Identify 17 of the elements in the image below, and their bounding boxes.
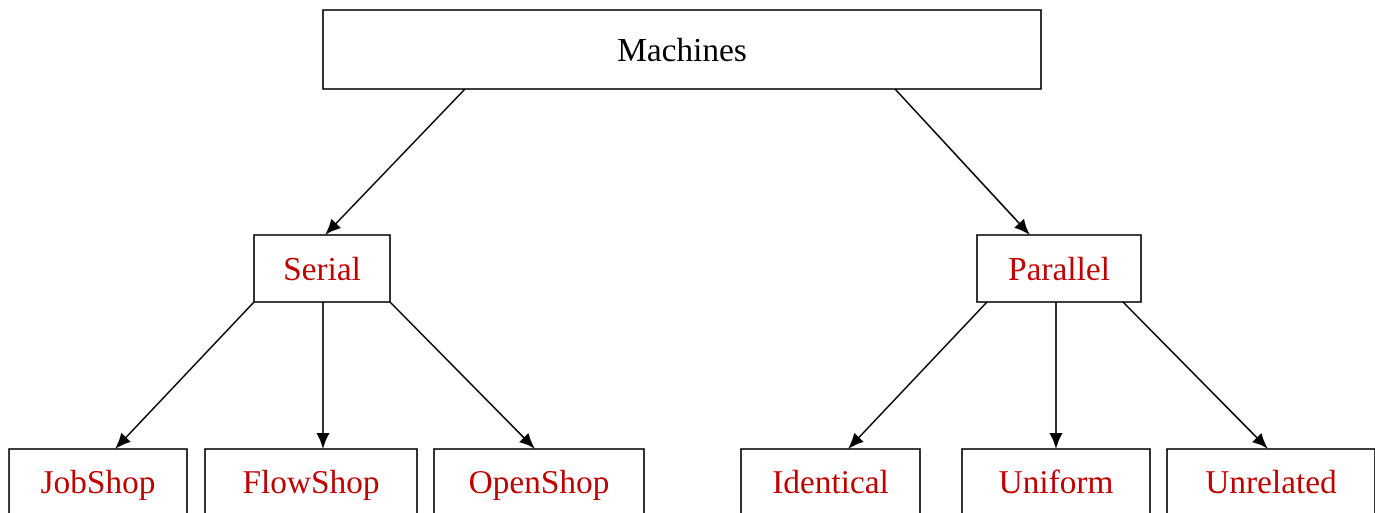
leaf-box: OpenShop (433, 448, 645, 513)
category-box: Serial (253, 234, 391, 303)
leaf-box: Unrelated (1166, 448, 1375, 513)
leaf-box: FlowShop (204, 448, 418, 513)
arrow (1050, 301, 1062, 447)
arrow (389, 301, 534, 448)
root-box: Machines (322, 9, 1042, 90)
leaf-box: Identical (740, 448, 921, 513)
arrow (317, 301, 329, 447)
arrow (849, 301, 988, 448)
arrow (1122, 301, 1267, 448)
arrow (116, 301, 255, 448)
leaf-box: JobShop (8, 448, 188, 513)
category-box: Parallel (976, 234, 1142, 303)
arrow (326, 88, 466, 234)
leaf-box: Uniform (961, 448, 1151, 513)
arrow (894, 88, 1029, 234)
